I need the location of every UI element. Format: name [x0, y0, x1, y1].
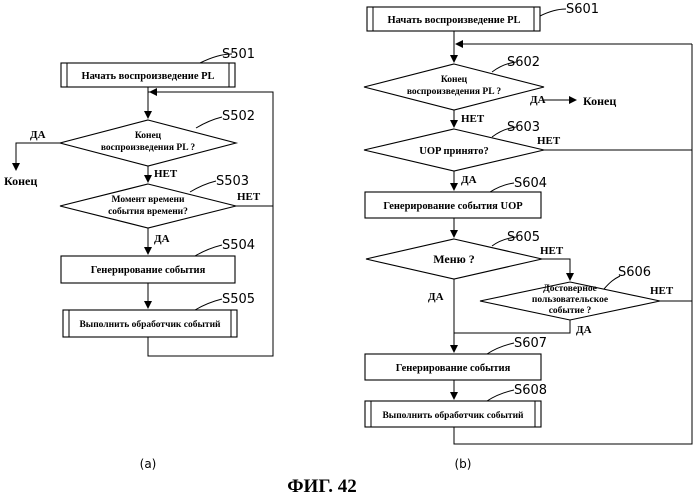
s603-step-number: S603 [507, 120, 540, 135]
s502-label-line2: воспроизведения PL ? [101, 143, 196, 153]
s502-yes-label: ДА [30, 129, 46, 141]
caption-b: (b) [455, 457, 472, 471]
s606-label-line3: событие ? [549, 305, 592, 316]
s605-label: Меню ? [433, 252, 475, 266]
figure-title: ФИГ. 42 [287, 476, 357, 497]
s602-label-line1: Конец [441, 75, 468, 85]
flowchart-a: Начать воспроизведение PL S501 Конец вос… [4, 47, 273, 471]
s607-label: Генерирование события [396, 363, 511, 374]
s504-step-number: S504 [222, 238, 255, 253]
s503-no-label: НЕТ [237, 191, 261, 203]
s503-yes-label: ДА [154, 233, 170, 245]
s605-step-number: S605 [507, 230, 540, 245]
s501-label: Начать воспроизведение PL [81, 71, 214, 82]
s602-no-label: НЕТ [461, 113, 485, 125]
s606-no-label: НЕТ [650, 285, 674, 297]
s501-step: Начать воспроизведение PL S501 [61, 47, 255, 87]
s505-label: Выполнить обработчик событий [79, 319, 221, 330]
s503-decision: Момент времени события времени? S503 НЕТ… [60, 174, 273, 245]
s606-label-line2: пользовательское [532, 295, 608, 305]
s502-step-number: S502 [222, 109, 255, 124]
s504-label: Генерирование события [91, 265, 206, 276]
s503-label-line1: Момент времени [112, 195, 185, 205]
s604-step-number: S604 [514, 176, 547, 191]
s502-end-label: Конец [4, 174, 37, 188]
s505-step: Выполнить обработчик событий S505 [63, 292, 255, 337]
s505-step-number: S505 [222, 292, 255, 307]
s503-step-number: S503 [216, 174, 249, 189]
s608-step: Выполнить обработчик событий S608 [365, 383, 547, 427]
s602-yes-label: ДА [530, 94, 546, 106]
s606-step-number: S606 [618, 265, 651, 280]
s607-step-number: S607 [514, 336, 547, 351]
s606-yes-label: ДА [576, 324, 592, 336]
s605-no-label: НЕТ [540, 245, 564, 257]
s501-step-number: S501 [222, 47, 255, 62]
s601-step-number: S601 [566, 2, 599, 17]
s602-end-label: Конец [583, 94, 616, 108]
s502-label-line1: Конец [135, 131, 162, 141]
s604-step: Генерирование события UOP S604 [365, 176, 547, 218]
s602-label-line2: воспроизведения PL ? [407, 87, 502, 97]
s608-step-number: S608 [514, 383, 547, 398]
s601-step: Начать воспроизведение PL S601 [367, 2, 599, 31]
s605-yes-label: ДА [428, 291, 444, 303]
s604-label: Генерирование события UOP [383, 201, 523, 212]
caption-a: (a) [140, 457, 157, 471]
s602-decision: Конец воспроизведения PL ? S602 ДА Конец… [364, 55, 616, 125]
s606-label-line1: Достоверное [543, 284, 597, 294]
s608-label: Выполнить обработчик событий [382, 410, 524, 421]
s502-no-label: НЕТ [154, 168, 178, 180]
s503-label-line2: события времени? [108, 206, 188, 217]
s606-decision: Достоверное пользовательское событие ? S… [454, 150, 692, 336]
s603-no-label: НЕТ [537, 135, 561, 147]
s603-label: UOP принято? [419, 146, 488, 157]
s603-yes-label: ДА [461, 174, 477, 186]
flowchart-b: Начать воспроизведение PL S601 Конец вос… [364, 2, 692, 471]
s607-step: Генерирование события S607 [365, 336, 547, 380]
s601-label: Начать воспроизведение PL [387, 15, 520, 26]
s602-step-number: S602 [507, 55, 540, 70]
